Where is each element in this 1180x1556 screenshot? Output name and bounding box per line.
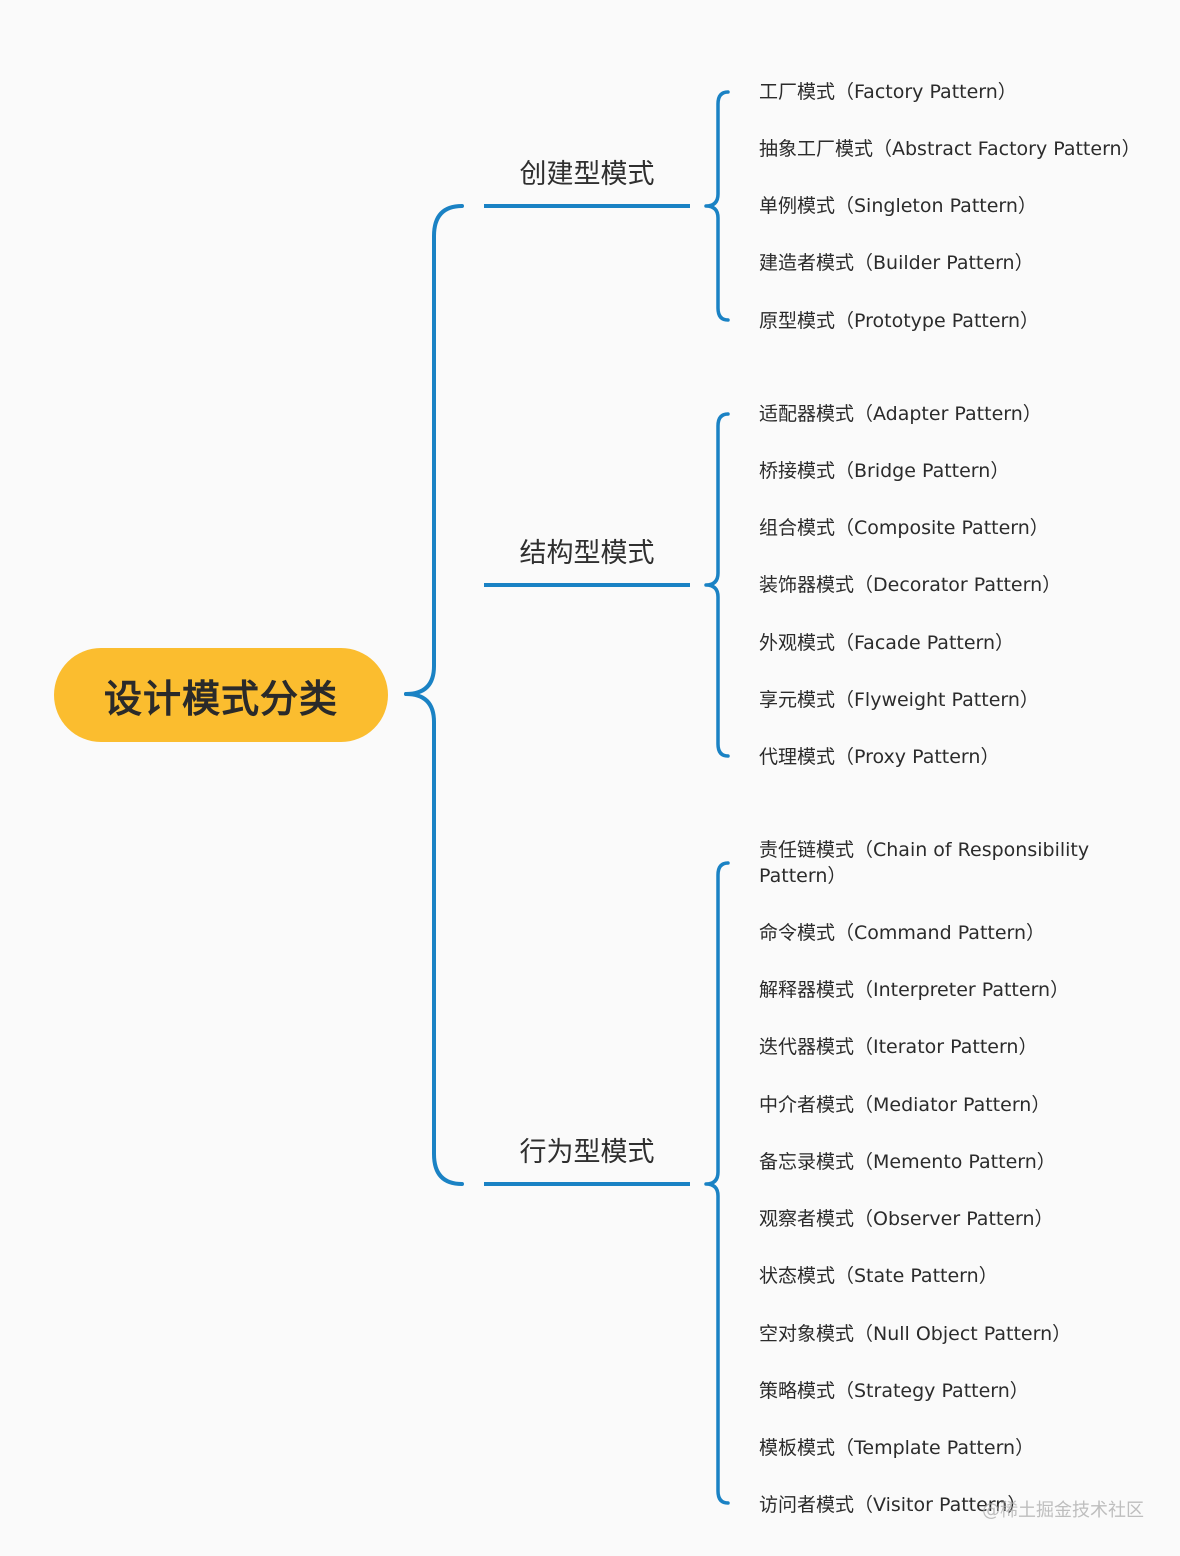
leaf-mediator-pattern: 中介者模式（Mediator Pattern）: [759, 1094, 1051, 1116]
creational-brace: [704, 90, 730, 322]
leaf-prototype-pattern: 原型模式（Prototype Pattern）: [759, 310, 1040, 332]
leaf-chain-of-responsibility-pattern: 责任链模式（Chain of Responsibility Pattern）: [759, 839, 1090, 887]
leaf-abstract-factory-pattern: 抽象工厂模式（Abstract Factory Pattern）: [759, 138, 1141, 160]
leaf-template-pattern: 模板模式（Template Pattern）: [759, 1437, 1035, 1459]
behavioral-brace: [704, 861, 730, 1505]
structural-brace: [704, 412, 730, 758]
leaf-factory-pattern: 工厂模式（Factory Pattern）: [759, 81, 1017, 103]
leaf-decorator-pattern: 装饰器模式（Decorator Pattern）: [759, 574, 1062, 596]
leaf-composite-pattern: 组合模式（Composite Pattern）: [759, 517, 1049, 539]
root-brace-lower: [404, 692, 464, 1186]
leaf-builder-pattern: 建造者模式（Builder Pattern）: [759, 252, 1034, 274]
leaf-memento-pattern: 备忘录模式（Memento Pattern）: [759, 1151, 1056, 1173]
leaf-strategy-pattern: 策略模式（Strategy Pattern）: [759, 1380, 1029, 1402]
group-line-creational: [484, 204, 690, 208]
leaf-interpreter-pattern: 解释器模式（Interpreter Pattern）: [759, 979, 1070, 1001]
root-label: 设计模式分类: [103, 676, 338, 721]
group-label-creational: 创建型模式: [519, 159, 655, 190]
leaf-proxy-pattern: 代理模式（Proxy Pattern）: [759, 746, 1000, 768]
group-line-structural: [484, 583, 690, 587]
leaf-flyweight-pattern: 享元模式（Flyweight Pattern）: [759, 689, 1039, 711]
group-line-behavioral: [484, 1182, 690, 1186]
leaf-facade-pattern: 外观模式（Facade Pattern）: [759, 632, 1015, 654]
leaf-iterator-pattern: 迭代器模式（Iterator Pattern）: [759, 1036, 1038, 1058]
leaf-command-pattern: 命令模式（Command Pattern）: [759, 922, 1046, 944]
root-brace: [404, 204, 464, 696]
leaf-visitor-pattern: 访问者模式（Visitor Pattern）: [759, 1494, 1027, 1516]
leaf-bridge-pattern: 桥接模式（Bridge Pattern）: [759, 460, 1010, 482]
leaf-singleton-pattern: 单例模式（Singleton Pattern）: [759, 195, 1037, 217]
leaf-state-pattern: 状态模式（State Pattern）: [759, 1265, 998, 1287]
leaf-adapter-pattern: 适配器模式（Adapter Pattern）: [759, 403, 1042, 425]
leaf-observer-pattern: 观察者模式（Observer Pattern）: [759, 1208, 1054, 1230]
group-label-structural: 结构型模式: [519, 538, 655, 569]
root-node: 设计模式分类: [54, 648, 388, 742]
group-label-behavioral: 行为型模式: [519, 1137, 655, 1168]
leaf-null-object-pattern: 空对象模式（Null Object Pattern）: [759, 1323, 1072, 1345]
watermark: @稀土掘金技术社区: [982, 1500, 1144, 1521]
